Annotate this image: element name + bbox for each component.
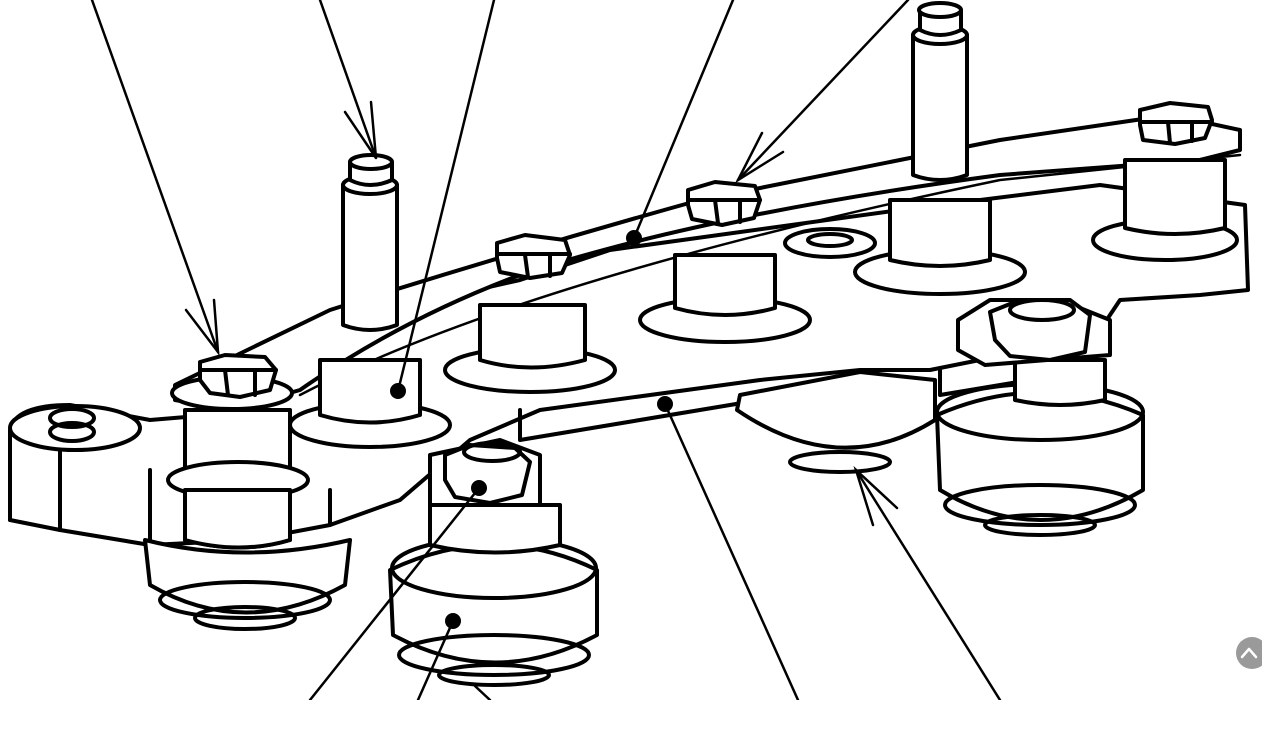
roller-middle [735,370,937,474]
leader-lines [90,0,1002,700]
roller-right [935,382,1145,537]
spacer-5 [1091,158,1239,262]
base-plate-edge [8,438,332,547]
left-pin [341,153,399,332]
pivot-hole-inner [48,421,96,443]
right-pin [911,1,969,182]
hex-nut-1 [198,353,278,399]
cam-follower-assembly-drawing [8,0,1250,700]
hex-nut-4 [1138,101,1214,146]
spacer-4 [853,198,1027,296]
spacer-1 [288,358,452,449]
scroll-to-top-button[interactable] [1236,637,1262,669]
small-washer [783,227,877,259]
spacer-2 [443,303,617,394]
right-roller-hub [956,298,1112,407]
pivot-hole [48,407,96,429]
hex-nut-3 [686,180,762,227]
front-roller-hub [428,438,562,555]
roller-left [143,538,352,631]
chevron-up-icon [1240,647,1258,659]
spacer-3 [638,253,812,344]
hex-nut-2 [495,233,572,280]
